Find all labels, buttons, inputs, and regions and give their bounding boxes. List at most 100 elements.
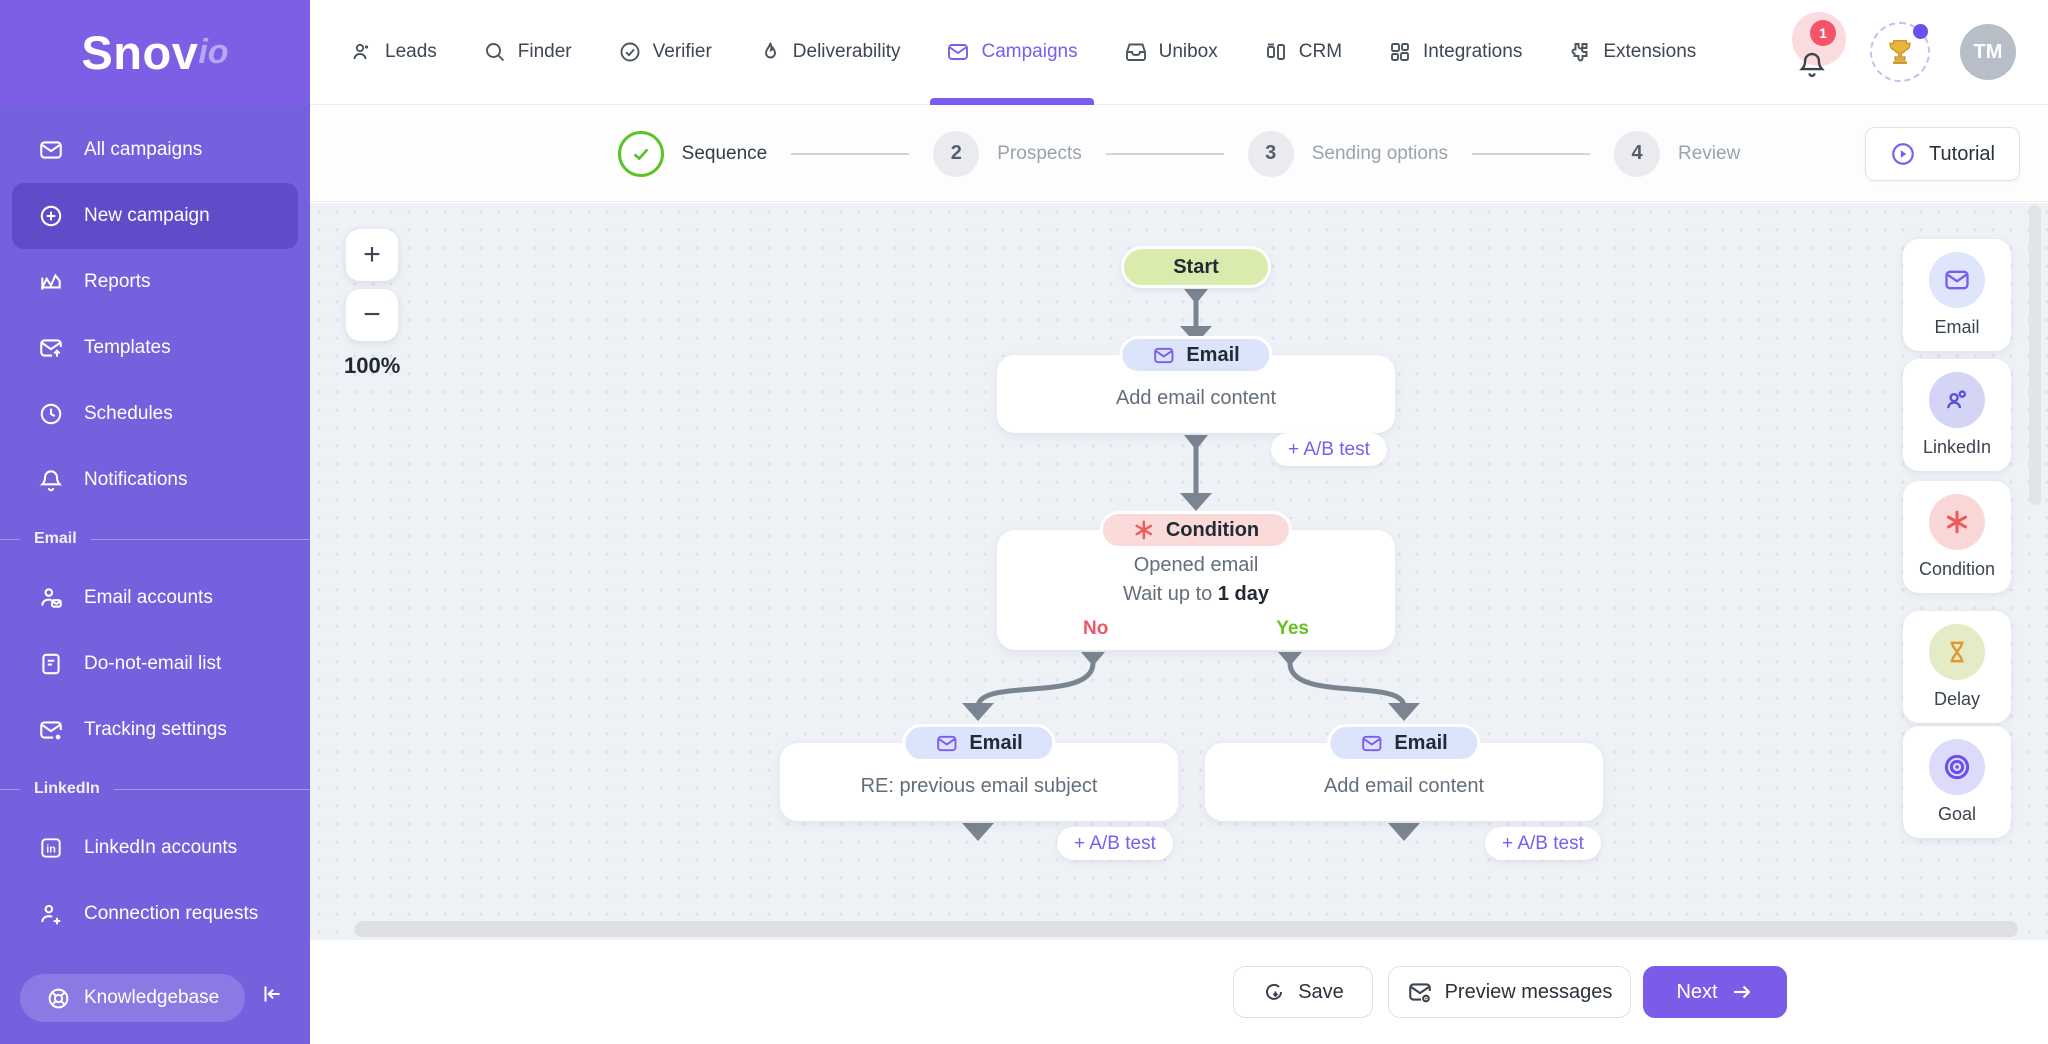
sidebar-item-label: Connection requests [84,903,259,924]
branch-no-label: No [1083,618,1109,639]
envelope-icon [1154,347,1174,363]
nav-item-unibox[interactable]: Unibox [1124,0,1218,105]
step-check-circle [617,130,664,177]
brand-name: Snov [81,26,199,79]
top-navigation: Leads Finder Verifier Deliverability Cam… [310,0,2048,105]
condition-wait: Wait up to 1 day [1122,583,1269,605]
preview-label: Preview messages [1444,980,1613,1003]
step-connector [1472,152,1591,155]
nav-item-deliverability[interactable]: Deliverability [758,0,900,105]
start-node[interactable]: Start [1121,246,1271,288]
preview-messages-button[interactable]: Preview messages [1388,966,1631,1018]
sidebar-item-do-not-email-list[interactable]: Do-not-email list [0,631,310,697]
asterisk-icon [1135,520,1153,540]
palette-item-email[interactable]: Email [1903,239,2011,351]
palette-item-delay[interactable]: Delay [1903,611,2011,723]
nav-item-leads[interactable]: Leads [350,0,437,105]
vertical-scrollbar[interactable] [2029,205,2041,505]
tutorial-label: Tutorial [1929,142,1995,165]
target-icon [1929,739,1985,795]
sidebar-item-tracking-settings[interactable]: Tracking settings [0,697,310,763]
sidebar-item-label: LinkedIn accounts [84,837,238,858]
palette-label: LinkedIn [1922,437,1992,457]
email-node-no-branch[interactable]: Email RE: previous email subject [780,724,1178,821]
leads-icon [353,43,369,60]
svg-text:in: in [46,843,56,855]
nav-item-finder[interactable]: Finder [483,0,572,105]
plus-circle-icon [40,205,62,227]
sidebar-item-notifications[interactable]: Notifications [0,447,310,513]
envelope-icon [1929,252,1985,308]
sidebar-item-connection-requests[interactable]: Connection requests [0,881,310,947]
knowledgebase-button[interactable]: Knowledgebase [20,974,246,1022]
nav-label: Unibox [1158,41,1218,62]
step-sequence[interactable]: Sequence [617,130,768,177]
tutorial-button[interactable]: Tutorial [1865,127,2020,181]
step-label: Sequence [681,142,768,164]
sidebar-item-label: New campaign [84,205,210,226]
palette-item-linkedin[interactable]: LinkedIn [1903,359,2011,471]
flame-icon [764,42,776,59]
step-connector [1105,152,1224,155]
sidebar: All campaigns New campaign Reports Templ… [0,105,310,1044]
zoom-in-button[interactable]: + [346,229,398,281]
hourglass-icon [1929,624,1985,680]
nav-item-campaigns[interactable]: Campaigns [930,0,1094,105]
achievements-button[interactable] [1870,22,1930,82]
condition-node[interactable]: Condition Opened email Wait up to 1 day … [997,511,1395,650]
ab-test-button-2[interactable]: + A/B test [1057,827,1173,860]
collapse-left-icon [264,986,280,1002]
sidebar-item-label: Tracking settings [84,719,227,740]
email-node-1[interactable]: Email Add email content [997,336,1395,433]
check-icon [633,147,649,161]
sidebar-item-reports[interactable]: Reports [0,249,310,315]
sidebar-item-email-accounts[interactable]: Email accounts [0,565,310,631]
sidebar-item-schedules[interactable]: Schedules [0,381,310,447]
save-button[interactable]: Save [1233,966,1373,1018]
zoom-out-button[interactable]: − [346,289,398,341]
linkedin-icon: in [41,838,61,858]
ab-test-button-3[interactable]: + A/B test [1485,827,1601,860]
person-envelope-icon [41,588,62,608]
collapse-sidebar-button[interactable] [258,981,286,1012]
palette-label: Email [1934,317,1980,337]
sidebar-item-linkedin-accounts[interactable]: in LinkedIn accounts [0,815,310,881]
zoom-level: 100% [344,353,401,378]
condition-rule: Opened email [1133,554,1259,576]
step-review[interactable]: 4 Review [1614,130,1740,177]
next-button[interactable]: Next [1643,966,1787,1018]
envelope-icon [40,141,62,159]
arrow-right-icon [1733,985,1751,999]
sidebar-item-label: Templates [84,337,171,358]
nav-item-integrations[interactable]: Integrations [1388,0,1522,105]
step-prospects[interactable]: 2 Prospects [933,130,1082,177]
ab-test-button-1[interactable]: + A/B test [1271,433,1387,466]
nav-item-extensions[interactable]: Extensions [1568,0,1696,105]
palette-item-condition[interactable]: Condition [1903,481,2011,593]
sidebar-item-all-campaigns[interactable]: All campaigns [0,117,310,183]
condition-branch-labels: No Yes [997,618,1395,640]
email-node-badge: Email [1119,336,1273,374]
sidebar-item-new-campaign[interactable]: New campaign [12,183,298,249]
horizontal-scrollbar[interactable] [355,921,2018,937]
sidebar-item-templates[interactable]: Templates [0,315,310,381]
sidebar-section-linkedin: LinkedIn [0,763,310,815]
person-plus-icon [41,904,61,925]
nav-item-verifier[interactable]: Verifier [618,0,712,105]
lifebuoy-icon [48,988,69,1008]
notification-badge: 1 [1810,20,1836,46]
email-node-yes-branch[interactable]: Email Add email content [1205,724,1603,821]
nav-item-crm[interactable]: CRM [1264,0,1342,105]
envelope-dot-icon [40,721,62,740]
palette-item-goal[interactable]: Goal [1903,726,2011,838]
sequence-canvas[interactable]: + − 100% Start Email Add email content +… [310,203,2048,940]
step-sending-options[interactable]: 3 Sending options [1247,130,1448,177]
sidebar-item-label: Do-not-email list [84,653,222,674]
campaign-steps-bar: Sequence 2 Prospects 3 Sending options 4… [310,106,2048,202]
email-node-body: RE: previous email subject [860,775,1098,797]
notifications-button[interactable]: 1 [1784,12,1846,80]
email-node-body: Add email content [1323,775,1485,797]
user-avatar[interactable]: TM [1960,24,2016,80]
